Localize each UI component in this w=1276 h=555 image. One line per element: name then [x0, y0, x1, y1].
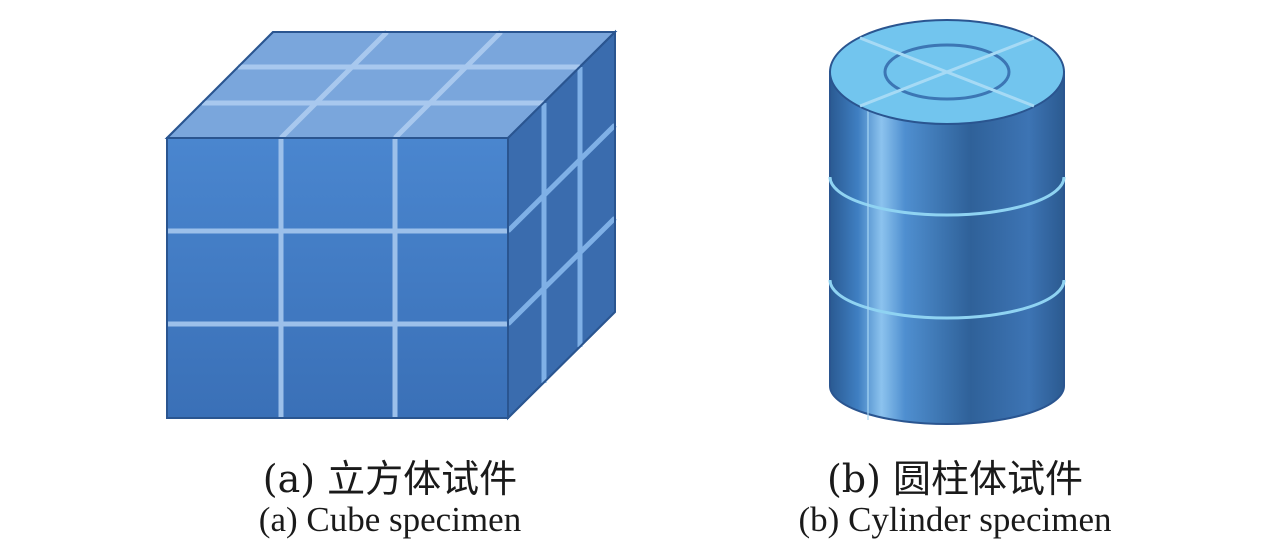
cube-front-grid: [167, 138, 508, 418]
caption-a-english: (a) Cube specimen: [258, 500, 522, 539]
cube-top-grid: [202, 30, 580, 140]
cylinder-ring-1: [828, 176, 1066, 217]
caption-b-english: (b) Cylinder specimen: [798, 500, 1112, 539]
cylinder-ring-2: [828, 279, 1066, 320]
cube-specimen: [164, 29, 618, 421]
cube-side-grid: [506, 67, 617, 383]
cylinder-top-inner-circle: [883, 43, 1011, 101]
cube-front-face: [166, 137, 509, 419]
cylinder-body: [829, 71, 1065, 425]
cylinder-specimen: [828, 19, 1066, 425]
caption-b-chinese: (b) 圆柱体试件: [826, 457, 1084, 501]
caption-a-chinese: (a) 立方体试件: [262, 457, 518, 501]
